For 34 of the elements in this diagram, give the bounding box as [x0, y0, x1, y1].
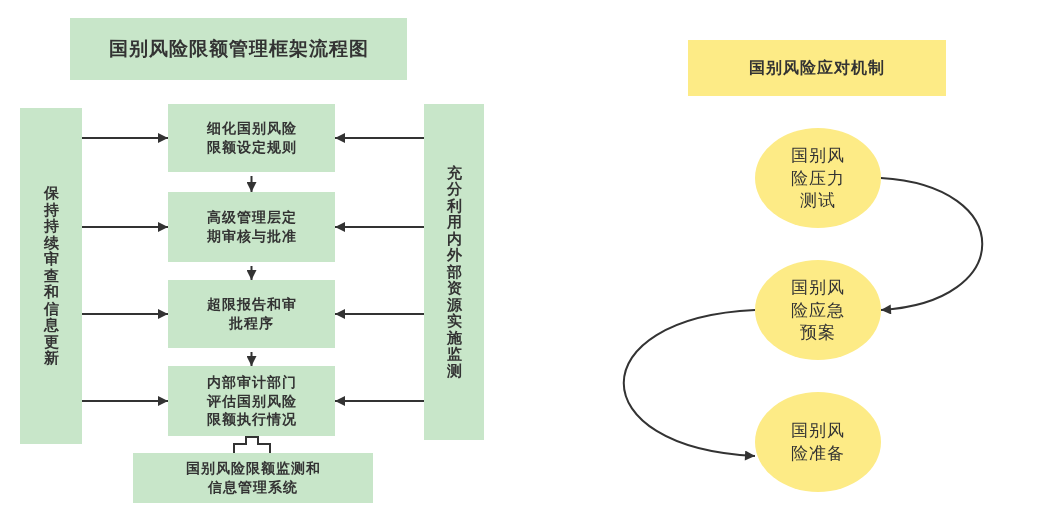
node-label: 国别风险限额监测和信息管理系统 — [184, 459, 322, 497]
process-box — [168, 192, 335, 262]
node-label: 国别风险准备 — [790, 419, 846, 465]
arrow — [334, 222, 425, 232]
node-label: 充分利用内外部资源实施监测 — [446, 164, 462, 380]
node-label: 国别风险应对机制 — [749, 57, 885, 79]
title-box — [70, 18, 407, 80]
arrow — [622, 309, 756, 460]
node-label: 国别风险应急预案 — [790, 275, 846, 345]
process-box — [168, 280, 335, 348]
arrow — [246, 351, 257, 367]
arrow — [334, 309, 425, 319]
node-label: 高级管理层定期审核与批准 — [205, 208, 298, 246]
arrow — [81, 133, 169, 143]
node-label: 超限报告和审批程序 — [205, 295, 298, 333]
side-bar — [20, 108, 82, 444]
arrow — [880, 177, 984, 314]
arrow — [246, 175, 257, 193]
side-bar — [424, 104, 484, 440]
arrow — [246, 265, 257, 281]
arrow — [334, 133, 425, 143]
process-box — [168, 104, 335, 172]
arrow — [334, 396, 425, 406]
node-label: 内部审计部门评估国别风险限额执行情况 — [205, 372, 298, 430]
arrow — [81, 396, 169, 406]
arrow — [81, 309, 169, 319]
node-label: 细化国别风险限额设定规则 — [205, 119, 298, 157]
node-label: 国别风险限额管理框架流程图 — [108, 36, 369, 62]
title-box — [688, 40, 946, 96]
process-box — [133, 453, 373, 503]
node-label: 国别风险压力测试 — [790, 143, 846, 213]
arrow — [81, 222, 169, 232]
node-label: 保持持续审查和信息更新 — [43, 185, 59, 367]
process-box — [168, 366, 335, 436]
